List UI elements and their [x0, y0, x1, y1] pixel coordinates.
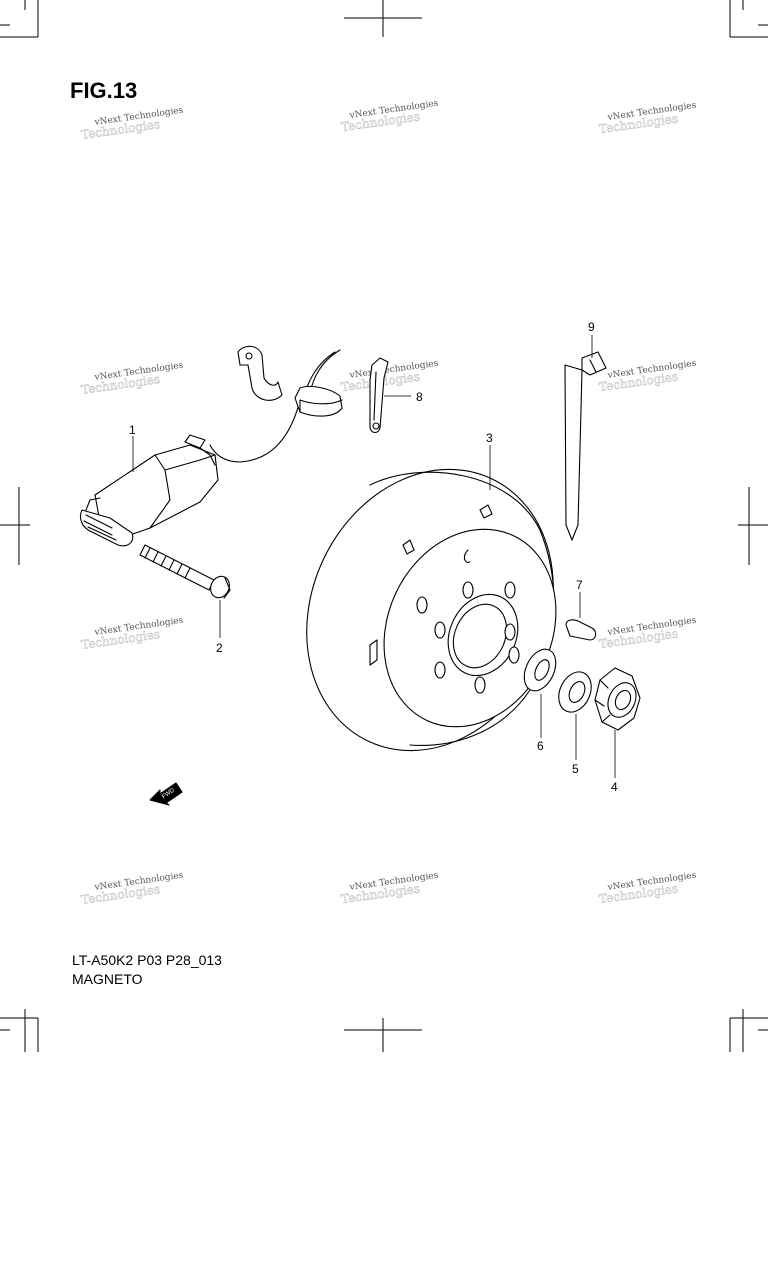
part-cable-tie — [564, 351, 607, 541]
callout-6: 6 — [537, 739, 544, 753]
diagram-name: MAGNETO — [72, 971, 143, 987]
model-code: LT-A50K2 P03 P28_013 — [72, 952, 222, 968]
callout-2: 2 — [216, 641, 223, 655]
callout-8: 8 — [416, 390, 423, 404]
part-bolt — [139, 544, 231, 599]
callout-9: 9 — [588, 320, 595, 334]
callout-1: 1 — [129, 423, 136, 437]
part-lock-washer — [558, 671, 592, 713]
part-nut — [594, 667, 641, 731]
callout-7: 7 — [576, 578, 583, 592]
part-washer — [523, 648, 557, 692]
crop-marks — [0, 0, 768, 1052]
part-clip — [369, 357, 389, 434]
part-clamp — [237, 345, 283, 401]
fwd-arrow — [149, 782, 183, 806]
leader-lines — [132, 335, 616, 778]
part-flywheel — [306, 468, 557, 752]
part-pickup-coil — [79, 349, 343, 547]
figure-title: FIG.13 — [70, 78, 138, 103]
callout-4: 4 — [611, 780, 618, 794]
part-key — [565, 619, 597, 641]
callout-3: 3 — [486, 431, 493, 445]
callout-5: 5 — [572, 762, 579, 776]
